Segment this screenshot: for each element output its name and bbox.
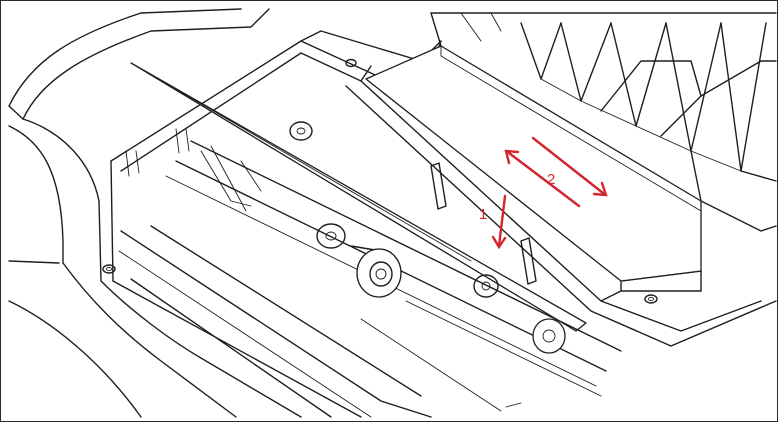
arrow-2-lower-head [592,181,608,197]
arrow-2-upper-shaft [507,151,581,208]
arrow-1-head [491,235,507,250]
arrow-1-down [491,194,507,250]
step-1-label: 1 [479,206,487,223]
guide-post-right [520,237,537,285]
roller-assembly [125,121,622,412]
arrow-1-shaft [497,194,507,248]
arrow-2-lower-shaft [531,136,605,195]
paper-tray [102,40,658,418]
roller-large [350,245,402,298]
ribbed-lid [430,12,777,232]
arrow-2-upper-head [504,149,520,165]
roller-front [532,318,566,354]
printer-housing [8,8,302,418]
arrow-2-slide [504,136,608,208]
step-2-label: 2 [547,171,555,188]
guide-post-left [430,162,447,210]
roller-right [473,274,499,298]
roller-left [289,121,313,141]
paper-sheet [130,62,587,332]
roller-middle [316,223,346,249]
cover-plate [365,45,702,282]
